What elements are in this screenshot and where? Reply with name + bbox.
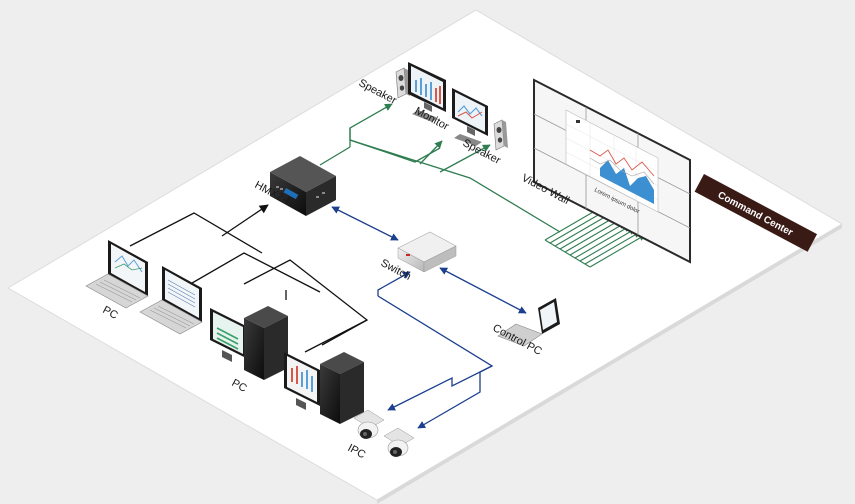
laptop-2-icon — [139, 266, 203, 335]
video-wall-icon — [533, 78, 691, 264]
ipc-camera-1-icon — [353, 409, 385, 439]
speaker-right-icon — [493, 119, 508, 151]
blue-links — [331, 206, 527, 429]
control-pc-icon — [497, 298, 560, 347]
ipc-camera-2-icon — [383, 427, 415, 457]
desktop-pc-2-icon — [284, 352, 364, 424]
black-links — [129, 204, 369, 353]
laptop-1-icon — [85, 240, 149, 309]
green-links — [319, 103, 561, 233]
hmx2e-device-icon — [270, 156, 336, 216]
speaker-left-icon — [395, 67, 410, 99]
video-wall-arrow-bundle — [544, 207, 646, 268]
switch-device-icon — [397, 231, 457, 273]
desktop-pc-1-icon — [210, 306, 288, 380]
paper-edge — [377, 224, 842, 504]
monitor-right-icon — [452, 88, 488, 146]
monitor-left-icon — [408, 62, 446, 122]
